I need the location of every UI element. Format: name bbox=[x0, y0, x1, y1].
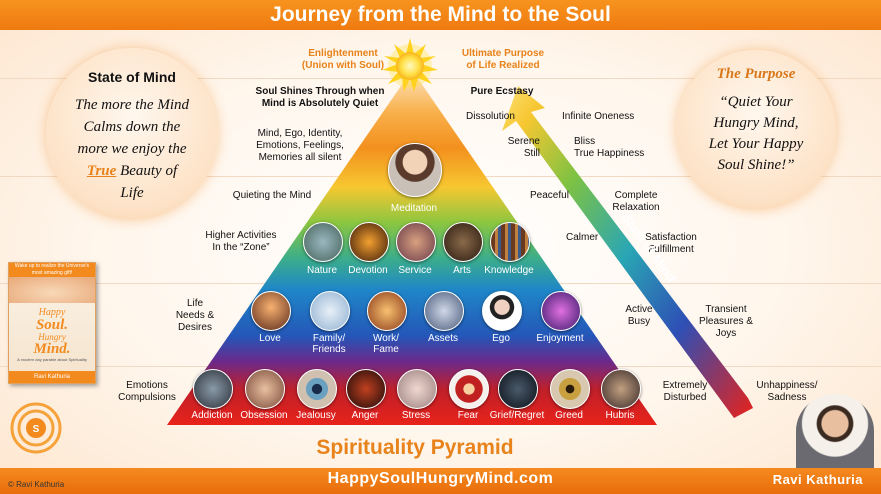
devotion-icon bbox=[349, 222, 389, 262]
level-meditation-label: Meditation bbox=[390, 203, 438, 214]
love-icon bbox=[251, 291, 291, 331]
book-title-1: Happy bbox=[38, 307, 66, 318]
book-title-4: Mind. bbox=[33, 341, 71, 357]
level-work-label: Work/ Fame bbox=[373, 333, 399, 355]
line-1: The more the Mind bbox=[74, 97, 189, 113]
work-fame-icon bbox=[367, 291, 407, 331]
pure-ecstasy-text: Pure Ecstasy bbox=[470, 86, 534, 97]
obsession-icon bbox=[245, 369, 285, 409]
level-nature-label: Nature bbox=[306, 265, 337, 276]
nature-icon bbox=[303, 222, 343, 262]
hubris-icon bbox=[601, 369, 641, 409]
purpose-quote: “Quiet Your Hungry Mind, Let Your Happy … bbox=[708, 94, 804, 173]
grief-regret-icon bbox=[498, 369, 538, 409]
active-busy-label: Active Busy bbox=[625, 304, 653, 327]
dissolution-label: Dissolution bbox=[466, 111, 515, 122]
purpose-card bbox=[676, 50, 836, 210]
title-bar: Journey from the Mind to the Soul bbox=[0, 0, 881, 30]
addiction-icon bbox=[193, 369, 233, 409]
pyramid-title: Spirituality Pyramid bbox=[316, 436, 514, 459]
level-arts-label: Arts bbox=[453, 265, 471, 276]
state-of-mind-text: The more the Mind Calms down the more we… bbox=[46, 94, 218, 204]
unhappiness-label: Unhappiness/ Sadness bbox=[756, 380, 818, 403]
calmer-label: Calmer bbox=[566, 232, 599, 243]
author-photo bbox=[796, 394, 874, 468]
book-title-2: Soul. bbox=[35, 317, 69, 333]
infinite-oneness-label: Infinite Oneness bbox=[562, 111, 635, 122]
level-anger-label: Anger bbox=[351, 410, 379, 421]
ego-icon bbox=[482, 291, 522, 331]
level-obsession-label: Obsession bbox=[240, 410, 288, 421]
svg-text:S: S bbox=[33, 424, 40, 435]
state-of-mind-arrow bbox=[502, 86, 753, 418]
book-title-3: Hungry bbox=[38, 332, 66, 342]
extremely-disturbed-label: Extremely Disturbed bbox=[662, 380, 708, 403]
spiral-logo-icon: S bbox=[10, 402, 62, 454]
level-hubris-label: Hubris bbox=[605, 410, 635, 421]
enlightenment-heading: Enlightenment (Union with Soul) bbox=[301, 48, 385, 71]
divider bbox=[0, 78, 881, 79]
stress-icon bbox=[397, 369, 437, 409]
arts-icon bbox=[443, 222, 483, 262]
assets-icon bbox=[424, 291, 464, 331]
purpose-realized-heading: Ultimate Purpose of Life Realized bbox=[461, 48, 545, 71]
quieting-mind-label: Quieting the Mind bbox=[232, 190, 312, 201]
satisfaction-label: Satisfaction Fulfillment bbox=[645, 232, 697, 255]
book-tagline: Wake up to realize the Universe's most a… bbox=[9, 263, 95, 277]
level-fear-label: Fear bbox=[457, 410, 479, 421]
book-eye-image bbox=[9, 277, 95, 303]
page-title: Journey from the Mind to the Soul bbox=[270, 3, 611, 26]
line-2: Calms down the bbox=[83, 119, 181, 135]
bliss-label: Bliss True Happiness bbox=[574, 136, 645, 159]
higher-activities-label: Higher Activities In the “Zone” bbox=[205, 230, 277, 253]
level-knowledge-label: Knowledge bbox=[484, 265, 534, 276]
life-needs-label: Life Needs & Desires bbox=[175, 298, 215, 333]
mind-silent-label: Mind, Ego, Identity, Emotions, Feelings,… bbox=[256, 128, 344, 163]
sun-icon bbox=[382, 38, 438, 92]
state-of-mind-heading: State of Mind bbox=[88, 69, 176, 85]
book-subtitle: A modern day parable about Spirituality bbox=[17, 357, 87, 362]
state-of-mind-card bbox=[46, 48, 218, 220]
book-cover: Wake up to realize the Universe's most a… bbox=[8, 262, 96, 384]
beauty-word: Beauty of bbox=[120, 163, 178, 179]
line-5: Life bbox=[120, 185, 144, 201]
true-word: True bbox=[86, 163, 117, 179]
footer-author: Ravi Kathuria bbox=[772, 472, 863, 487]
complete-relaxation-label: Complete Relaxation bbox=[612, 190, 660, 213]
footer-bar bbox=[0, 468, 881, 494]
level-jealousy-label: Jealousy bbox=[296, 410, 336, 421]
level-ego-label: Ego bbox=[492, 333, 510, 344]
peaceful-label: Peaceful bbox=[530, 190, 569, 201]
emotions-label: Emotions Compulsions bbox=[118, 380, 176, 403]
meditation-icon bbox=[388, 143, 442, 197]
level-assets-label: Assets bbox=[427, 333, 458, 344]
level-family-label: Family/ Friends bbox=[312, 333, 346, 355]
enjoyment-icon bbox=[541, 291, 581, 331]
line-3: more we enjoy the bbox=[77, 141, 187, 157]
greed-icon bbox=[550, 369, 590, 409]
book-author: Ravi Kathuria bbox=[9, 371, 95, 383]
serene-label: Serene Still bbox=[507, 136, 540, 159]
level-love-label: Love bbox=[259, 333, 281, 344]
website-link[interactable]: HappySoulHungryMind.com bbox=[327, 470, 554, 487]
line-4: True Beauty of bbox=[46, 160, 218, 182]
purpose-heading: The Purpose bbox=[716, 66, 796, 82]
fear-icon bbox=[449, 369, 489, 409]
transient-label: Transient Pleasures & Joys bbox=[699, 304, 753, 339]
jealousy-icon bbox=[297, 369, 337, 409]
level-enjoyment-label: Enjoyment bbox=[536, 333, 584, 344]
anger-icon bbox=[346, 369, 386, 409]
level-stress-label: Stress bbox=[401, 410, 431, 421]
service-icon bbox=[396, 222, 436, 262]
knowledge-icon bbox=[490, 222, 530, 262]
level-devotion-label: Devotion bbox=[348, 265, 388, 276]
copyright: © Ravi Kathuria bbox=[8, 480, 65, 489]
level-service-label: Service bbox=[398, 265, 432, 276]
level-greed-label: Greed bbox=[555, 410, 583, 421]
soul-shines-text: Soul Shines Through when Mind is Absolut… bbox=[255, 86, 385, 109]
level-addiction-label: Addiction bbox=[191, 410, 233, 421]
level-grief-label: Grief/Regret bbox=[489, 410, 545, 421]
family-icon bbox=[310, 291, 350, 331]
